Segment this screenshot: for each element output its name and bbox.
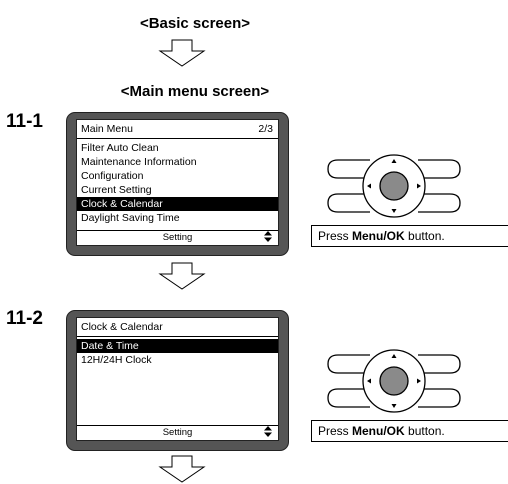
remote-button-diagram [327,154,461,218]
footer-setting-label: Setting [162,232,193,243]
lcd-screen: Main Menu 2/3 Filter Auto Clean Maintena… [76,119,279,246]
lcd-footer: Setting [77,425,278,440]
menu-ok-button [379,171,409,201]
menu-item-configuration[interactable]: Configuration [81,170,144,182]
down-arrow-icon [158,455,206,483]
menu-ok-button [379,366,409,396]
menu-list: Filter Auto Clean Maintenance Informatio… [77,141,278,225]
step-number: 11-1 [6,111,43,132]
down-arrow-icon [158,39,206,67]
instruction-text-suffix: button. [404,424,445,438]
instruction-text: Press [318,229,353,243]
remote-lcd-frame: Clock & Calendar Date & Time 12H/24H Clo… [66,310,289,451]
instruction-button-name: Menu/OK [352,229,405,243]
main-menu-screen-heading: <Main menu screen> [120,83,270,100]
footer-setting-label: Setting [162,427,193,438]
lcd-title-bar: Clock & Calendar [77,318,278,337]
step-number: 11-2 [6,308,43,329]
up-down-arrows-icon [264,426,272,441]
screen-title: Clock & Calendar [81,321,163,333]
lcd-screen: Clock & Calendar Date & Time 12H/24H Clo… [76,317,279,441]
down-arrow-icon [158,262,206,290]
screen-title: Main Menu [81,123,133,135]
menu-item-current-setting[interactable]: Current Setting [81,184,152,196]
menu-item-clock-calendar[interactable]: Clock & Calendar [77,197,278,211]
instruction-box: Press Menu/OK button. [311,225,508,247]
basic-screen-heading: <Basic screen> [139,15,251,32]
direction-markers [367,159,421,213]
instruction-text-suffix: button. [404,229,445,243]
page-indicator: 2/3 [258,123,273,135]
side-buttons [327,159,461,213]
instruction-box: Press Menu/OK button. [311,420,508,442]
menu-list: Date & Time 12H/24H Clock [77,339,278,367]
menu-item-maintenance-information[interactable]: Maintenance Information [81,156,197,168]
side-buttons [327,354,461,408]
menu-item-12h-24h-clock[interactable]: 12H/24H Clock [81,354,152,366]
menu-item-daylight-saving-time[interactable]: Daylight Saving Time [81,212,180,224]
lcd-title-bar: Main Menu 2/3 [77,120,278,139]
menu-item-date-time[interactable]: Date & Time [77,339,278,353]
instruction-text: Press [318,424,353,438]
remote-button-diagram [327,349,461,413]
up-down-arrows-icon [264,231,272,246]
instruction-button-name: Menu/OK [352,424,405,438]
lcd-footer: Setting [77,230,278,245]
menu-item-filter-auto-clean[interactable]: Filter Auto Clean [81,142,159,154]
direction-markers [367,354,421,408]
remote-lcd-frame: Main Menu 2/3 Filter Auto Clean Maintena… [66,112,289,256]
